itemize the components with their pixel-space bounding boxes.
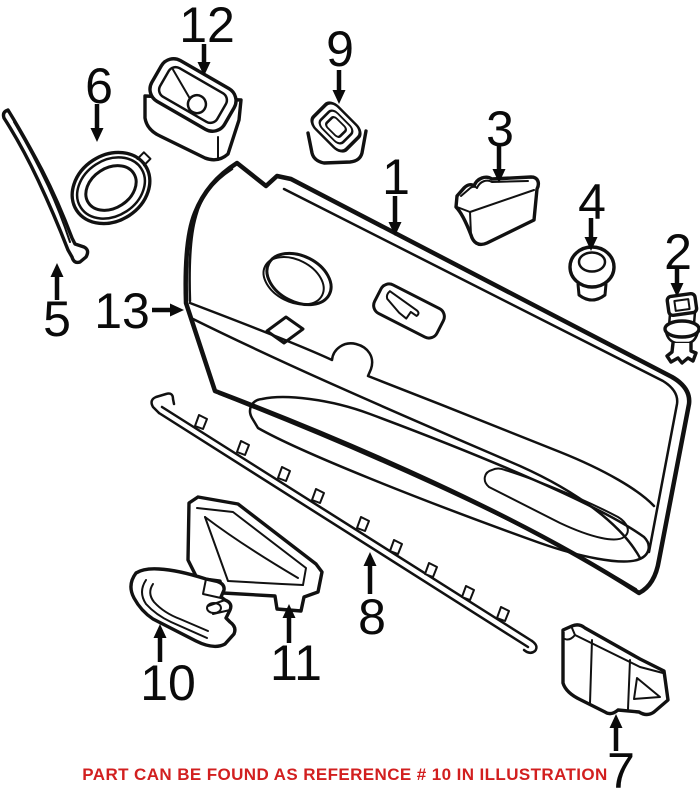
part-5-trim-strip	[1, 108, 90, 265]
part-7-lower-bracket	[561, 623, 670, 717]
callout-arrow-8	[363, 552, 377, 594]
armrest-lower-seam	[191, 317, 642, 560]
part-3-grip-bracket	[454, 175, 541, 247]
panel-bottom-inner-edge	[218, 393, 637, 590]
panel-top-inner-contour	[282, 187, 679, 554]
callout-labels: 1 2 3 4 5 6 7 8 9 10 11 12 13	[43, 0, 692, 790]
part-label-8: 8	[358, 589, 386, 645]
part-label-11: 11	[270, 635, 322, 691]
callout-arrows	[50, 44, 684, 751]
panel-left-inner-contour	[188, 167, 234, 303]
part-label-4: 4	[578, 174, 606, 230]
part-label-5: 5	[43, 291, 71, 347]
part-12-window-switch	[143, 57, 243, 162]
callout-arrow-10	[153, 624, 167, 662]
part-label-6: 6	[85, 58, 113, 114]
callout-arrow-6	[90, 104, 104, 142]
part-label-3: 3	[486, 101, 514, 157]
part-label-2: 2	[664, 224, 692, 280]
pocket-recess-pill	[483, 467, 629, 541]
part-1-door-trim-panel	[183, 160, 692, 596]
callout-arrow-12	[197, 44, 211, 76]
part-9-switch-bezel	[306, 101, 368, 165]
part-10-door-handle	[129, 567, 237, 649]
part-2-trim-clip	[663, 291, 700, 365]
map-pocket-outline	[248, 395, 650, 563]
armrest-upper-seam	[188, 301, 656, 508]
part-6-speaker-ring	[70, 150, 152, 226]
callout-arrow-9	[332, 70, 346, 104]
callout-arrow-1	[388, 196, 402, 236]
part-8-trim-rail	[150, 392, 538, 654]
part-4-grommet	[568, 245, 616, 302]
callout-arrow-3	[492, 146, 506, 183]
part-label-10: 10	[140, 655, 196, 711]
tweeter-oval-hole	[262, 251, 333, 307]
rail-clip-tabs	[194, 414, 510, 622]
callout-arrow-13	[152, 303, 184, 317]
door-handle-cutout	[372, 282, 446, 340]
part-label-9: 9	[326, 21, 354, 77]
part-label-1: 1	[382, 149, 410, 205]
callout-arrow-4	[584, 218, 598, 251]
callout-arrow-2	[670, 267, 684, 297]
reflector-parallelogram	[265, 315, 305, 345]
part-label-12: 12	[179, 0, 235, 53]
reference-note: PART CAN BE FOUND AS REFERENCE # 10 IN I…	[82, 765, 607, 784]
callout-arrow-5	[50, 263, 64, 300]
part-label-13: 13	[94, 283, 150, 339]
part-label-7: 7	[607, 743, 635, 790]
callout-arrow-7	[609, 714, 623, 751]
callout-arrow-11	[282, 604, 296, 643]
